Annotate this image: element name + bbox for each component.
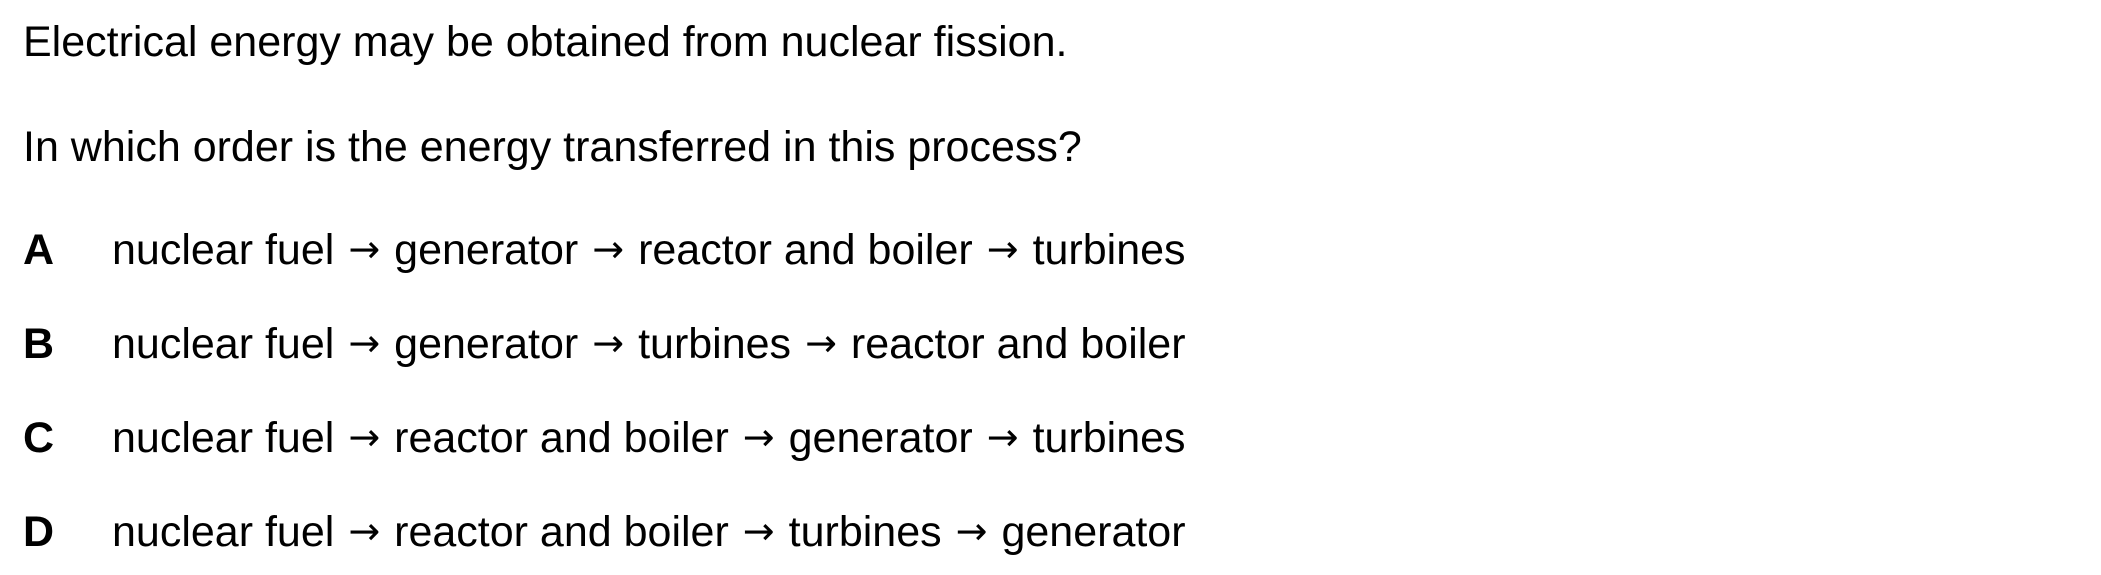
step-text: turbines	[788, 508, 942, 556]
question-prompt: In which order is the energy transferred…	[23, 123, 1082, 171]
step-text: nuclear fuel	[112, 320, 335, 368]
option-letter: D	[23, 508, 55, 556]
step-text: reactor and boiler	[394, 508, 729, 556]
answer-option-a[interactable]: A nuclear fuel → generator → reactor and boi…	[23, 229, 1423, 279]
right-arrow-icon: →	[955, 509, 988, 553]
step-text: nuclear fuel	[112, 508, 335, 556]
step-text: generator	[394, 226, 579, 274]
right-arrow-icon: →	[592, 321, 625, 365]
question-intro: Electrical energy may be obtained from n…	[23, 18, 1068, 66]
step-text: nuclear fuel	[112, 226, 335, 274]
step-text: generator	[788, 414, 973, 462]
option-chain: nuclear fuel → generator → turbines → reactor …	[112, 323, 1186, 366]
right-arrow-icon: →	[348, 321, 381, 365]
step-text: nuclear fuel	[112, 414, 335, 462]
right-arrow-icon: →	[348, 227, 381, 271]
step-text: reactor and boiler	[850, 320, 1186, 368]
right-arrow-icon: →	[986, 415, 1019, 459]
right-arrow-icon: →	[348, 415, 381, 459]
step-text: turbines	[638, 320, 792, 368]
step-text: reactor and boiler	[638, 226, 973, 274]
step-text: generator	[1001, 508, 1186, 556]
answer-option-d[interactable]: D nuclear fuel → reactor and boiler → turbin…	[23, 511, 1423, 561]
step-text: generator	[394, 320, 579, 368]
option-letter: B	[23, 320, 55, 368]
step-text: reactor and boiler	[394, 414, 729, 462]
option-chain: nuclear fuel → generator → reactor and boile…	[112, 229, 1186, 272]
answer-option-b[interactable]: B nuclear fuel → generator → turbines → reacto…	[23, 323, 1423, 373]
option-chain: nuclear fuel → reactor and boiler → generato…	[112, 417, 1186, 460]
right-arrow-icon: →	[742, 509, 775, 553]
answer-option-c[interactable]: C nuclear fuel → reactor and boiler → genera…	[23, 417, 1423, 467]
option-letter: C	[23, 414, 55, 462]
right-arrow-icon: →	[348, 509, 381, 553]
step-text: turbines	[1032, 226, 1186, 274]
option-letter: A	[23, 226, 55, 274]
option-chain: nuclear fuel → reactor and boiler → turbines…	[112, 511, 1186, 554]
right-arrow-icon: →	[742, 415, 775, 459]
right-arrow-icon: →	[592, 227, 625, 271]
step-text: turbines	[1032, 414, 1186, 462]
right-arrow-icon: →	[986, 227, 1019, 271]
right-arrow-icon: →	[805, 321, 837, 365]
